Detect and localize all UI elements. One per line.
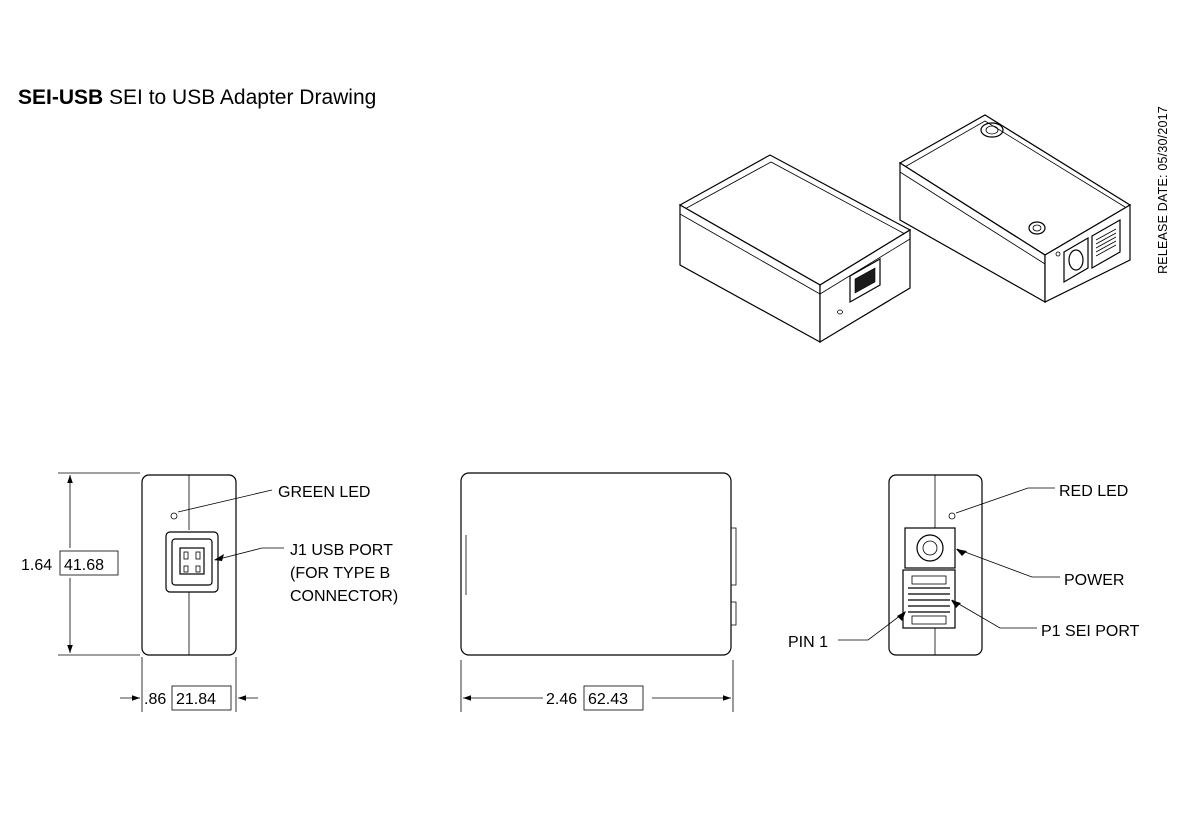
green-led-leader [177,489,273,513]
p1-sei-port-leader [951,599,1037,629]
red-led-leader [955,487,1055,514]
green-led-indicator [170,512,178,520]
height-mm-value: 41.68 [64,557,104,574]
pin1-label: PIN 1 [788,634,828,651]
front-view-usb-end [141,474,284,656]
height-mm-box [59,550,119,576]
title-part-number: SEI-USB [18,86,104,109]
j1-type-b-label: (FOR TYPE B [290,565,390,582]
length-mm-box [583,685,644,711]
power-jack [904,527,956,569]
page-title: SEI-USB SEI to USB Adapter Drawing [18,86,376,110]
red-led-label: RED LED [1059,483,1128,500]
green-led-label: GREEN LED [278,484,370,501]
side-view [460,472,737,656]
width-mm-box [171,685,232,711]
p1-sei-port-label: P1 SEI PORT [1041,623,1140,640]
length-inch-value: 2.46 [546,691,577,708]
pin1-leader [838,611,906,641]
sei-port [902,569,956,629]
title-description: SEI to USB Adapter Drawing [103,86,377,109]
height-inch-value: 1.64 [21,557,52,574]
usb-port [165,531,219,593]
power-label: POWER [1064,572,1124,589]
red-led-indicator [948,512,956,520]
power-leader [956,548,1060,578]
length-dimension [460,660,734,712]
iso-view-sei-side [898,114,1132,304]
width-inch-value: .86 [144,691,166,708]
width-dimension [120,657,258,712]
back-view-sei-end [838,474,1060,656]
j1-connector-label: CONNECTOR) [290,588,398,605]
length-mm-value: 62.43 [588,691,628,708]
height-dimension [58,472,140,656]
iso-view-usb-side [678,154,912,344]
width-mm-value: 21.84 [176,691,216,708]
j1-usb-port-label: J1 USB PORT [290,542,393,559]
usb-port-leader [214,547,284,561]
